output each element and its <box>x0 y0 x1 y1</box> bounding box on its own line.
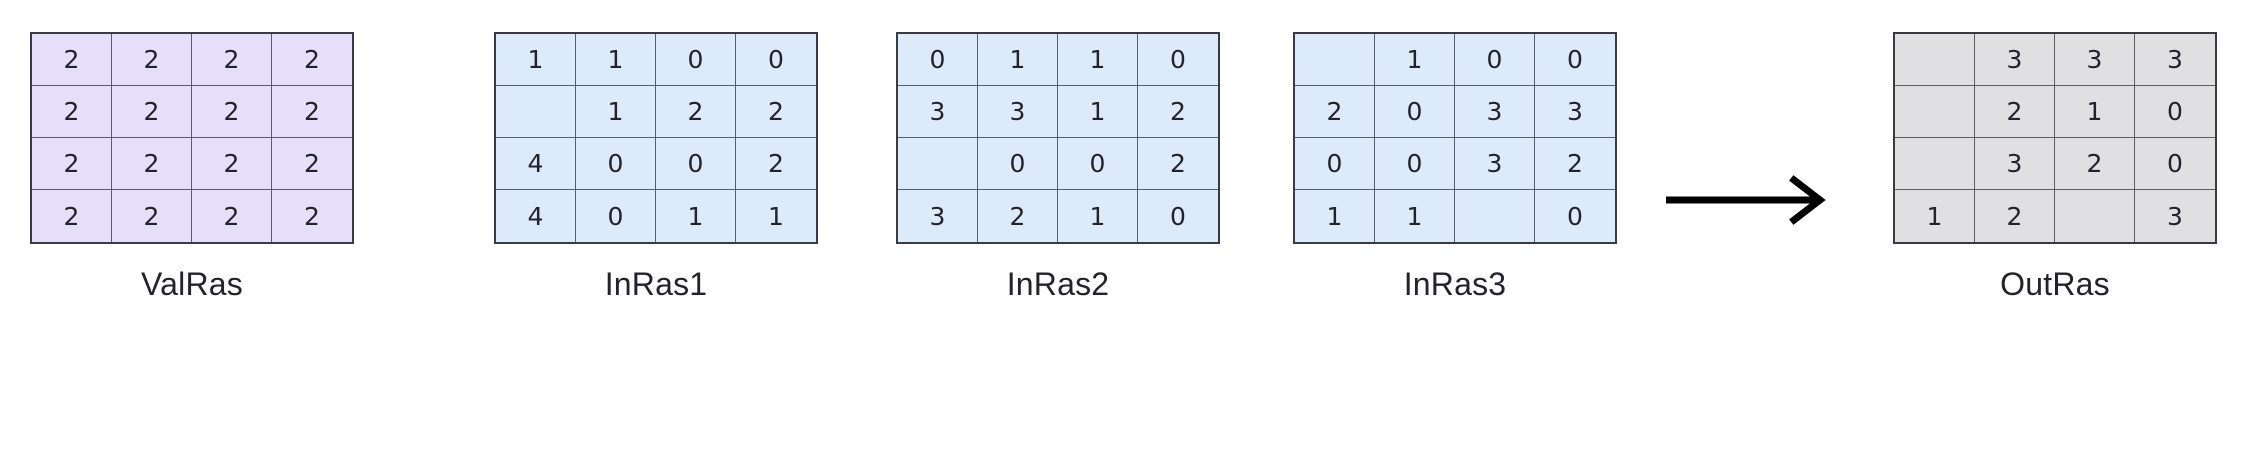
cell: 3 <box>2135 34 2215 86</box>
cell: 1 <box>656 190 736 242</box>
cell: 0 <box>1375 86 1455 138</box>
raster-label-inras1: InRas1 <box>604 266 708 302</box>
cell: 0 <box>1535 34 1615 86</box>
cell <box>2055 190 2135 242</box>
cell: 2 <box>32 34 112 86</box>
raster-grid-inras2: 0 1 1 0 3 3 1 2 0 0 2 3 2 1 0 <box>896 32 1220 244</box>
cell: 2 <box>1138 86 1218 138</box>
cell: 0 <box>736 34 816 86</box>
raster-grid-inras1: 1 1 0 0 1 2 2 4 0 0 2 4 0 1 1 <box>494 32 818 244</box>
cell: 2 <box>32 138 112 190</box>
cell: 3 <box>1455 86 1535 138</box>
cell: 1 <box>576 34 656 86</box>
raster-label-valras: ValRas <box>141 266 243 302</box>
cell: 3 <box>2135 190 2215 242</box>
cell: 1 <box>1295 190 1375 242</box>
cell: 1 <box>2055 86 2135 138</box>
cell: 0 <box>2135 138 2215 190</box>
cell <box>1895 138 1975 190</box>
cell: 0 <box>576 138 656 190</box>
cell: 0 <box>1138 34 1218 86</box>
cell: 2 <box>736 86 816 138</box>
cell: 3 <box>1975 34 2055 86</box>
cell: 4 <box>496 190 576 242</box>
cell: 2 <box>272 86 352 138</box>
cell: 2 <box>112 86 192 138</box>
cell: 2 <box>272 34 352 86</box>
cell <box>496 86 576 138</box>
raster-block-inras2: 0 1 1 0 3 3 1 2 0 0 2 3 2 1 0 InRas2 <box>896 32 1220 303</box>
raster-grid-inras3: 1 0 0 2 0 3 3 0 0 3 2 1 1 0 <box>1293 32 1617 244</box>
right-arrow-icon <box>1660 172 1840 228</box>
raster-label-outras: OutRas <box>2000 266 2110 302</box>
cell: 0 <box>2135 86 2215 138</box>
cell: 1 <box>1058 190 1138 242</box>
cell <box>1895 86 1975 138</box>
cell: 2 <box>112 138 192 190</box>
cell: 2 <box>192 138 272 190</box>
cell: 1 <box>1375 190 1455 242</box>
cell: 2 <box>736 138 816 190</box>
cell <box>898 138 978 190</box>
cell: 2 <box>32 86 112 138</box>
cell: 0 <box>1535 190 1615 242</box>
cell: 0 <box>1138 190 1218 242</box>
cell: 2 <box>1975 190 2055 242</box>
cell: 1 <box>576 86 656 138</box>
cell: 0 <box>1058 138 1138 190</box>
cell: 2 <box>112 34 192 86</box>
cell <box>1455 190 1535 242</box>
cell: 3 <box>1535 86 1615 138</box>
cell: 2 <box>192 34 272 86</box>
cell: 0 <box>898 34 978 86</box>
cell: 2 <box>32 190 112 242</box>
cell <box>1895 34 1975 86</box>
cell: 2 <box>1295 86 1375 138</box>
cell: 0 <box>656 138 736 190</box>
cell: 2 <box>2055 138 2135 190</box>
cell: 3 <box>898 190 978 242</box>
cell: 3 <box>1455 138 1535 190</box>
cell: 0 <box>576 190 656 242</box>
cell: 4 <box>496 138 576 190</box>
cell: 2 <box>1975 86 2055 138</box>
raster-block-inras3: 1 0 0 2 0 3 3 0 0 3 2 1 1 0 InRas3 <box>1293 32 1617 303</box>
cell: 2 <box>978 190 1058 242</box>
cell: 2 <box>1138 138 1218 190</box>
cell: 1 <box>1058 34 1138 86</box>
cell: 2 <box>1535 138 1615 190</box>
raster-label-inras2: InRas2 <box>1006 266 1110 302</box>
cell: 2 <box>192 190 272 242</box>
raster-label-inras3: InRas3 <box>1403 266 1507 302</box>
cell: 1 <box>736 190 816 242</box>
cell: 1 <box>496 34 576 86</box>
cell: 0 <box>656 34 736 86</box>
cell: 3 <box>898 86 978 138</box>
cell: 3 <box>978 86 1058 138</box>
cell: 3 <box>1975 138 2055 190</box>
cell: 1 <box>1375 34 1455 86</box>
cell: 2 <box>192 86 272 138</box>
cell: 0 <box>1375 138 1455 190</box>
cell: 2 <box>656 86 736 138</box>
cell: 0 <box>1455 34 1535 86</box>
cell: 1 <box>978 34 1058 86</box>
raster-block-outras: 3 3 3 2 1 0 3 2 0 1 2 3 OutRas <box>1893 32 2217 303</box>
raster-block-valras: 2 2 2 2 2 2 2 2 2 2 2 2 2 2 2 2 ValRas <box>30 32 354 303</box>
raster-block-inras1: 1 1 0 0 1 2 2 4 0 0 2 4 0 1 1 InRas1 <box>494 32 818 303</box>
cell: 2 <box>272 138 352 190</box>
cell: 0 <box>1295 138 1375 190</box>
raster-grid-outras: 3 3 3 2 1 0 3 2 0 1 2 3 <box>1893 32 2217 244</box>
cell: 2 <box>112 190 192 242</box>
cell: 3 <box>2055 34 2135 86</box>
cell: 1 <box>1895 190 1975 242</box>
cell: 1 <box>1058 86 1138 138</box>
cell: 2 <box>272 190 352 242</box>
cell <box>1295 34 1375 86</box>
cell: 0 <box>978 138 1058 190</box>
raster-grid-valras: 2 2 2 2 2 2 2 2 2 2 2 2 2 2 2 2 <box>30 32 354 244</box>
